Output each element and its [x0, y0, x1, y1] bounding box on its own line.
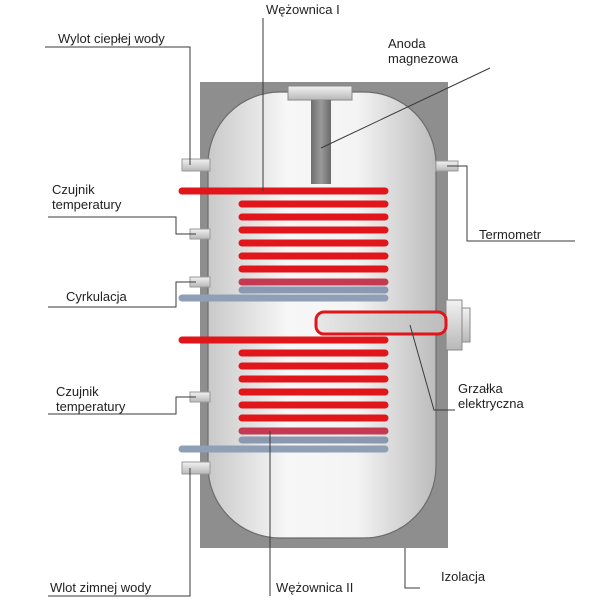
- leader-lines: [45, 18, 575, 597]
- label-temperature-sensor-bottom: Czujnik temperatury: [56, 384, 126, 414]
- label-coil-2: Wężownica II: [276, 580, 354, 595]
- label-hot-water-outlet: Wylot ciepłej wody: [58, 31, 165, 46]
- label-insulation: Izolacja: [441, 569, 486, 584]
- label-cold-water-inlet: Wlot zimnej wody: [50, 580, 152, 595]
- coil-2: [178, 336, 389, 453]
- hot-water-outlet-stub: [181, 158, 211, 172]
- anode-cap: [287, 85, 353, 101]
- label-thermometer: Termometr: [479, 227, 542, 242]
- heater-flange: [445, 299, 471, 351]
- electric-heater: [314, 310, 448, 336]
- magnesium-anode: [311, 100, 331, 184]
- coil-1: [178, 187, 389, 302]
- label-coil-1: Wężownica I: [266, 2, 340, 17]
- label-electric-heater: Grzałka elektryczna: [458, 381, 524, 411]
- label-temperature-sensor-top: Czujnik temperatury: [52, 182, 122, 212]
- cold-water-inlet-stub: [181, 461, 211, 475]
- label-circulation: Cyrkulacja: [66, 289, 127, 304]
- label-magnesium-anode: Anoda magnezowa: [388, 36, 459, 66]
